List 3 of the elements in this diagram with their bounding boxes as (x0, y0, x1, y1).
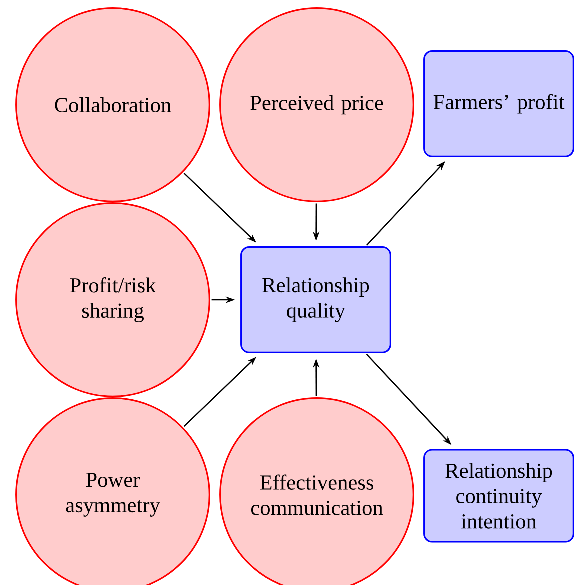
outcome-box: Relationship continuity intention (424, 449, 574, 543)
outcome-box: Relationship quality (240, 246, 392, 354)
outcome-box: Farmers’ profit (424, 50, 574, 158)
